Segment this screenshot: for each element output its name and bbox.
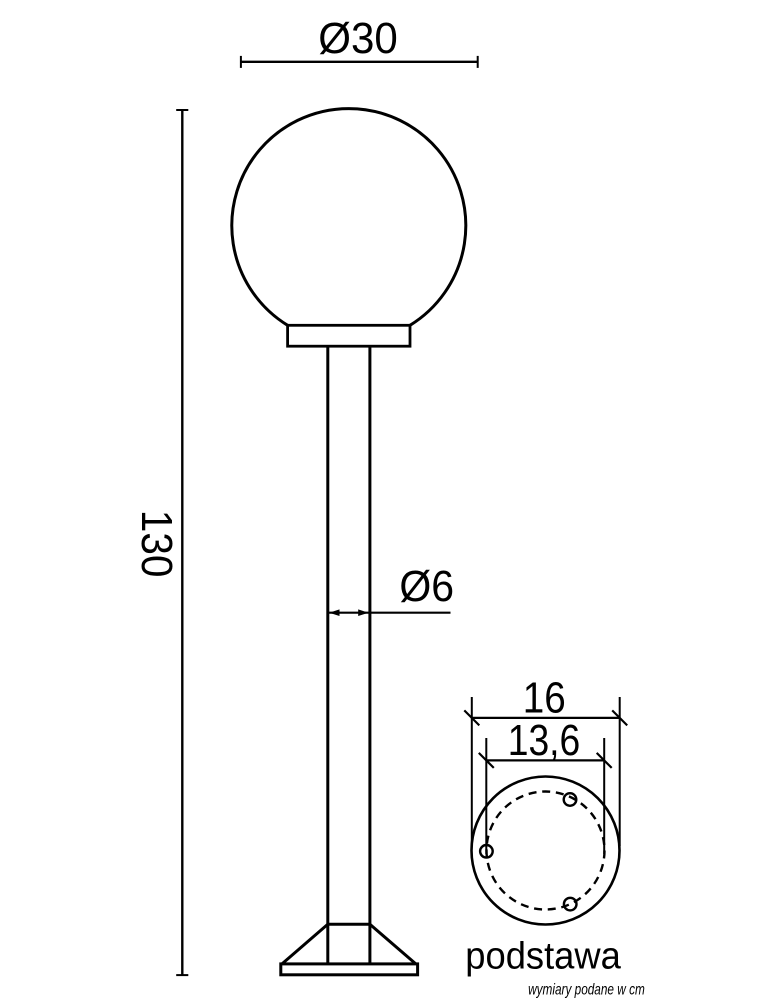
svg-text:podstawa: podstawa: [465, 936, 621, 978]
svg-text:13,6: 13,6: [508, 716, 581, 765]
svg-text:130: 130: [132, 510, 181, 578]
svg-text:Ø6: Ø6: [399, 562, 454, 611]
svg-text:wymiary podane w cm: wymiary podane w cm: [528, 982, 645, 999]
svg-text:16: 16: [523, 673, 566, 722]
svg-text:Ø30: Ø30: [318, 14, 398, 63]
